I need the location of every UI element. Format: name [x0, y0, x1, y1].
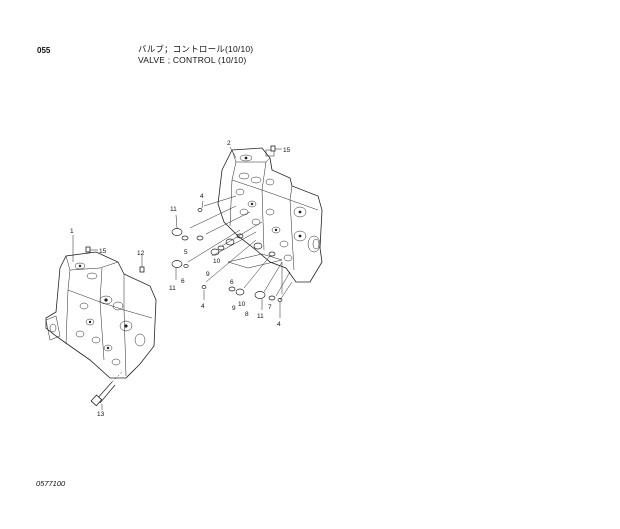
callout-9-top: 9 [206, 271, 210, 278]
page-title-japanese: バルブ；コントロール(10/10) [138, 44, 254, 54]
control-valve-block-right [217, 147, 323, 283]
plug-part-12 [139, 257, 145, 273]
callout-10-top: 10 [213, 258, 221, 265]
callout-11-left: 11 [169, 285, 176, 292]
callout-12: 12 [137, 250, 145, 257]
o-ring-set [171, 208, 283, 302]
callout-4-bottom: 4 [277, 321, 281, 328]
callout-15-right: 15 [283, 147, 291, 154]
control-valve-block-left [45, 251, 157, 379]
callout-leaders [72, 146, 281, 410]
callout-10-bottom: 10 [238, 301, 246, 308]
page-title-english: VALVE ; CONTROL (10/10) [138, 55, 247, 65]
callout-6-left: 6 [181, 278, 185, 285]
callout-7: 7 [268, 304, 272, 311]
callout-11-bottom: 11 [257, 313, 264, 320]
drawing-code: 0577100 [36, 479, 66, 488]
callout-4-top: 4 [200, 193, 204, 200]
callout-13: 13 [97, 411, 105, 418]
callout-8: 8 [245, 311, 249, 318]
callout-4-mid: 4 [201, 303, 205, 310]
assembly-guide-lines [187, 195, 293, 301]
callout-15-left: 15 [99, 248, 107, 255]
bolt-part-13 [90, 371, 123, 407]
callout-9-bottom: 9 [232, 305, 236, 312]
callout-1: 1 [70, 228, 74, 235]
callout-2: 2 [227, 140, 231, 147]
callout-11-top: 11 [170, 206, 177, 213]
plug-part-15-right [270, 145, 282, 152]
page-number: 055 [37, 46, 51, 55]
callout-6-mid: 6 [230, 279, 234, 286]
plug-part-15-left [85, 246, 98, 253]
callout-5: 5 [184, 249, 188, 256]
